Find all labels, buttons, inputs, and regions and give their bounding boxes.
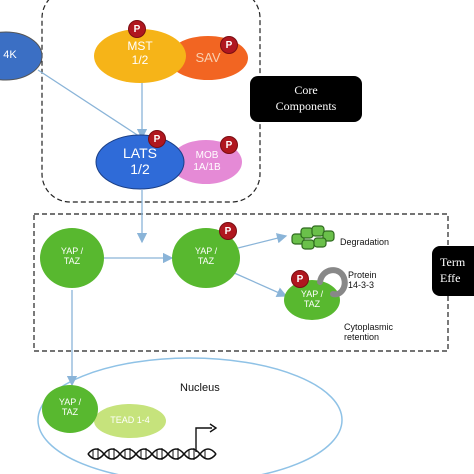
phospho-badge-sav: P bbox=[220, 36, 238, 54]
yap-node-1 bbox=[40, 228, 104, 288]
core-components-box: Core Components bbox=[250, 76, 362, 122]
protein-14-3-3-icon bbox=[317, 267, 348, 298]
phospho-badge-mob: P bbox=[220, 136, 238, 154]
nucleus-label: Nucleus bbox=[180, 382, 220, 394]
kinase-left-node bbox=[0, 31, 43, 81]
lats-label: LATS 1/2 bbox=[123, 145, 157, 178]
mst-node bbox=[94, 29, 186, 83]
transcription-arrowhead-icon bbox=[209, 423, 218, 433]
nucleus-envelope bbox=[37, 357, 343, 474]
yap-label-3: YAP / TAZ bbox=[300, 289, 324, 310]
yap-node-2 bbox=[172, 228, 240, 288]
terminal-effectors-label: Term Effe bbox=[440, 255, 466, 285]
yap-label-4: YAP / TAZ bbox=[58, 397, 82, 418]
kinase-left-label: 4K bbox=[3, 49, 17, 61]
mob-label: MOB 1A/1B bbox=[193, 150, 221, 173]
proteasome-icon bbox=[291, 225, 335, 250]
tead-label: TEAD 1-4 bbox=[110, 415, 150, 425]
mst-label: MST 1/2 bbox=[127, 39, 153, 67]
core-components-label: Core Components bbox=[275, 83, 337, 113]
yap-node-3 bbox=[284, 280, 340, 320]
degradation-label: Degradation bbox=[340, 237, 390, 247]
phospho-badge-yap3: P bbox=[291, 270, 309, 288]
protein-14-3-3-label: Protein 14-3-3 bbox=[348, 270, 377, 291]
dna-icon bbox=[87, 448, 217, 460]
arrows bbox=[37, 69, 288, 387]
cytoplasmic-retention-label: Cytoplasmic retention bbox=[344, 322, 394, 343]
tead-node bbox=[94, 404, 166, 438]
phospho-badge-mst: P bbox=[128, 20, 146, 38]
yap-label-1: YAP / TAZ bbox=[60, 246, 84, 267]
yap-label-2: YAP / TAZ bbox=[194, 246, 218, 267]
yap-node-4 bbox=[42, 385, 98, 433]
phospho-badge-yap2: P bbox=[219, 222, 237, 240]
transcription-start-arrow-icon bbox=[195, 427, 212, 452]
phospho-badge-lats: P bbox=[148, 130, 166, 148]
sav-label: SAV bbox=[195, 50, 221, 65]
terminal-effectors-box: Term Effe bbox=[432, 246, 474, 296]
lats-node bbox=[95, 134, 185, 190]
